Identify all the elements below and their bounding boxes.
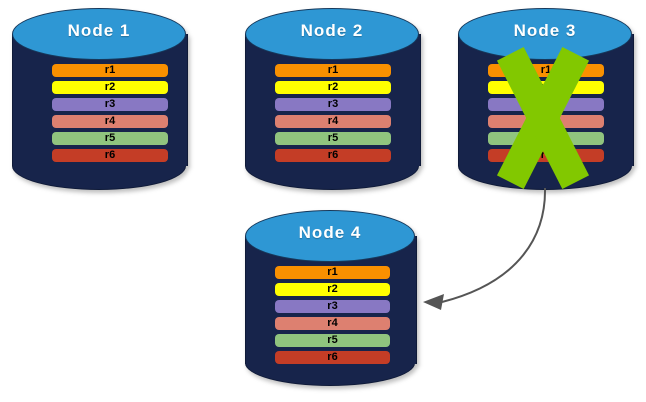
record-list: r1 r2 r3 r4 r5 r6 <box>275 266 390 364</box>
record-bar-r5[interactable]: r5 <box>275 334 390 347</box>
cylinder-top <box>12 8 186 60</box>
record-bar-r5[interactable]: r5 <box>275 132 391 145</box>
record-bar-r3[interactable]: r3 <box>275 300 390 313</box>
record-bar-r5[interactable]: r5 <box>52 132 168 145</box>
node-title: Node 4 <box>298 223 362 242</box>
node-4[interactable]: Node 4 r1 r2 r3 r4 r5 r6 <box>245 210 417 386</box>
record-bar-r2[interactable]: r2 <box>52 81 168 94</box>
record-bar-r2[interactable]: r2 <box>275 283 390 296</box>
record-bar-r2[interactable]: r2 <box>275 81 391 94</box>
record-bar-r4[interactable]: r4 <box>275 317 390 330</box>
node-2[interactable]: Node 2 r1 r2 r3 r4 r5 r6 <box>245 8 421 190</box>
record-bar-r1[interactable]: r1 <box>52 64 168 77</box>
record-bar-r6[interactable]: r6 <box>275 149 391 162</box>
node-title: Node 1 <box>67 21 131 40</box>
record-bar-r4[interactable]: r4 <box>275 115 391 128</box>
cylinder-top <box>245 210 415 262</box>
record-bar-r6[interactable]: r6 <box>275 351 390 364</box>
node-3[interactable]: Node 3 r1 r2 r3 r4 r5 r6 <box>458 8 634 190</box>
cylinder-top <box>245 8 419 60</box>
record-bar-r6[interactable]: r6 <box>52 149 168 162</box>
node-title: Node 3 <box>513 21 577 40</box>
record-list: r1 r2 r3 r4 r5 r6 <box>275 64 391 162</box>
node-1[interactable]: Node 1 r1 r2 r3 r4 r5 r6 <box>12 8 188 190</box>
cylinder-top <box>458 8 632 60</box>
node-title: Node 2 <box>300 21 364 40</box>
record-bar-r3[interactable]: r3 <box>275 98 391 111</box>
record-bar-r4[interactable]: r4 <box>52 115 168 128</box>
record-list: r1 r2 r3 r4 r5 r6 <box>52 64 168 162</box>
record-bar-r3[interactable]: r3 <box>52 98 168 111</box>
record-bar-r1[interactable]: r1 <box>275 64 391 77</box>
node-failure-x-icon <box>488 46 598 190</box>
record-bar-r1[interactable]: r1 <box>275 266 390 279</box>
